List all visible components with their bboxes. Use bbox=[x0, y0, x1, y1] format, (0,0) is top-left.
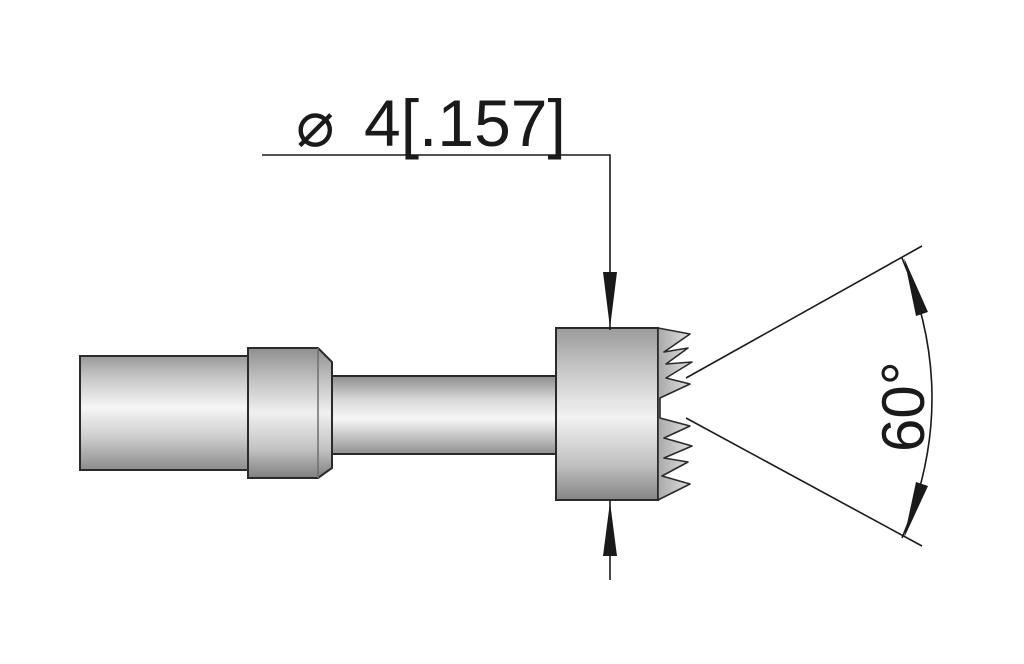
angle-arrow-lower bbox=[904, 482, 928, 538]
crown-head bbox=[555, 327, 659, 501]
diameter-leader-line bbox=[262, 154, 611, 330]
probe-neck bbox=[331, 375, 559, 455]
angle-value-label: 60° bbox=[870, 361, 937, 452]
crown-teeth bbox=[657, 327, 693, 501]
angle-arrow-upper bbox=[904, 258, 928, 316]
probe-collar bbox=[247, 347, 333, 479]
diameter-arrow-top bbox=[603, 272, 617, 328]
diameter-value-label: 4[.157] bbox=[364, 86, 566, 160]
angle-extension-upper bbox=[685, 245, 923, 379]
diameter-symbol: ⌀ bbox=[296, 88, 335, 160]
angle-extension-lower bbox=[685, 417, 923, 547]
probe-shaft bbox=[79, 355, 251, 471]
diameter-arrow-bottom bbox=[603, 502, 617, 556]
